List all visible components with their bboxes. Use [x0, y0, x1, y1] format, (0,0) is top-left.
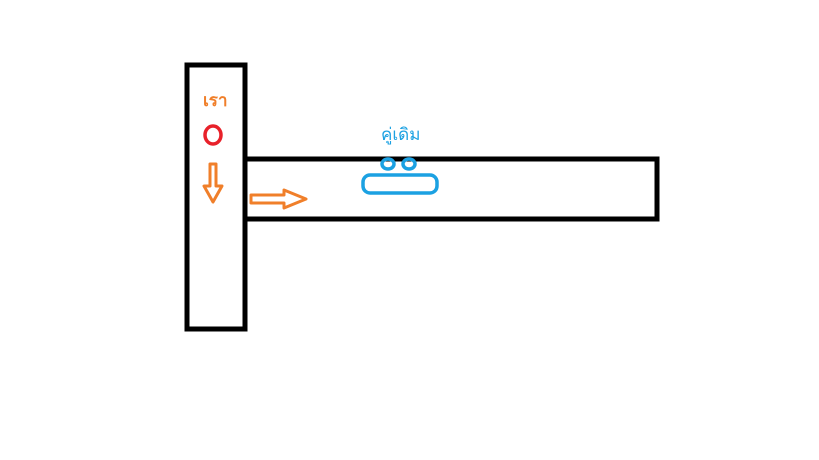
rival-vehicle-right-eye [401, 157, 417, 171]
us-label: เรา [203, 91, 228, 111]
rival-vehicle-body [361, 173, 439, 195]
rival-vehicle-left-eye [380, 157, 396, 171]
horizontal-road [242, 156, 660, 222]
us-position-marker [203, 124, 223, 146]
right-arrow-icon [249, 188, 308, 210]
rival-label: คู่เดิม [381, 125, 420, 145]
down-arrow-icon [202, 162, 224, 204]
